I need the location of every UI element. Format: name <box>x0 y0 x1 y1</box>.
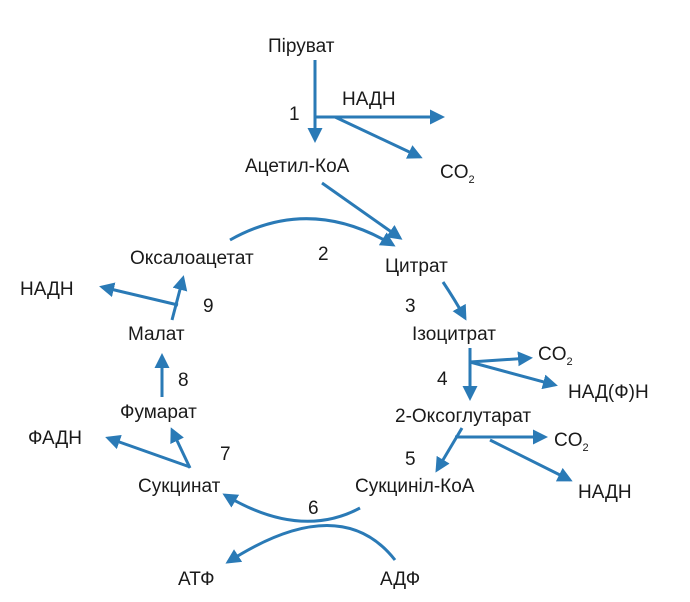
label-atp: АТФ <box>178 569 215 590</box>
label-isocitrate: Ізоцитрат <box>412 324 496 345</box>
label-fumarate: Фумарат <box>120 402 197 423</box>
label-co2-low: CO2 <box>554 430 589 454</box>
co2-low-sub: 2 <box>583 442 589 454</box>
arrow-to-nadph <box>469 360 558 390</box>
arrow-to-co2-mid <box>469 351 533 367</box>
label-acetyl-coa: Ацетил-КоА <box>245 156 350 177</box>
arrow-malate-to-oxaloacetate <box>170 275 188 321</box>
label-fadh: ФАДН <box>28 428 82 449</box>
label-co2-mid: CO2 <box>538 344 573 368</box>
label-nadh-right: НАДН <box>578 482 632 503</box>
step-number-3: 3 <box>405 296 416 317</box>
arrow-succinate-to-fumarate <box>170 427 192 469</box>
arrow-citrate-to-isocitrate <box>441 281 467 321</box>
co2-mid-sub: 2 <box>567 356 573 368</box>
label-co2-top: CO2 <box>440 162 475 186</box>
arrow-to-nadh-right <box>489 438 573 482</box>
label-nadph: НАД(Ф)Н <box>568 382 649 403</box>
label-succinyl-coa: Сукциніл-КоА <box>355 476 475 497</box>
arrow-to-fadh <box>105 434 191 469</box>
label-succinate: Сукцинат <box>138 476 221 497</box>
step-number-7: 7 <box>220 444 231 465</box>
label-nadh-left: НАДН <box>20 279 74 300</box>
step-number-2: 2 <box>318 244 329 265</box>
arrow-succinyl-coa-to-succinate <box>222 493 361 523</box>
co2-top-sub: 2 <box>469 174 475 186</box>
step-number-4: 4 <box>437 369 448 390</box>
arrow-to-nadh-left <box>99 282 179 307</box>
label-adp: АДФ <box>380 569 420 590</box>
step-numbers: 1 2 3 4 5 6 7 8 9 <box>178 104 448 519</box>
co2-low-main: CO <box>554 430 583 451</box>
step-number-1: 1 <box>289 104 300 125</box>
label-oxaloacetate: Оксалоацетат <box>130 248 254 269</box>
step-number-8: 8 <box>178 370 189 391</box>
step-number-6: 6 <box>308 498 319 519</box>
label-oxoglutarate: 2-Оксоглутарат <box>395 406 531 427</box>
arrows <box>99 60 573 564</box>
label-nadh-top: НАДН <box>342 89 396 110</box>
arrow-adp-to-atp <box>225 524 397 564</box>
arrow-to-co2-top <box>334 115 423 159</box>
arrow-oxoglutarate-to-succinyl-coa <box>435 427 464 473</box>
arrow-oxaloacetate-to-citrate <box>229 217 396 247</box>
node-labels: Піруват НАДН CO2 Ацетил-КоА Оксалоацетат… <box>20 36 649 590</box>
co2-mid-main: CO <box>538 344 567 365</box>
step-number-9: 9 <box>203 296 214 317</box>
label-pyruvate: Піруват <box>268 36 335 57</box>
arrow-acetyl-coa-to-citrate <box>321 181 403 240</box>
label-citrate: Цитрат <box>385 256 448 277</box>
co2-top-main: CO <box>440 162 469 183</box>
step-number-5: 5 <box>405 449 416 470</box>
label-malate: Малат <box>128 324 185 345</box>
